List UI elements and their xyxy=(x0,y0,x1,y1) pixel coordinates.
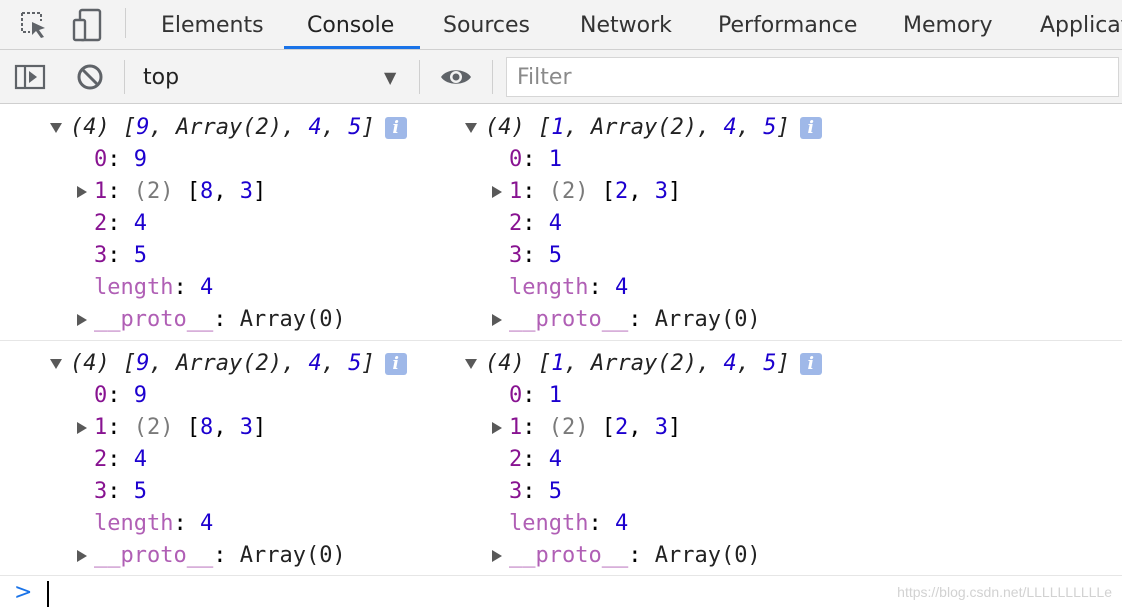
toolbar-separator xyxy=(492,60,493,94)
property-row: length: 4 xyxy=(509,511,629,536)
tab-network[interactable]: Network xyxy=(580,12,672,38)
sidebar-toggle-icon[interactable] xyxy=(12,50,48,104)
active-tab-indicator xyxy=(284,46,420,49)
summary-item: 5 xyxy=(763,351,777,376)
summary-item: 4 xyxy=(723,351,737,376)
array-summary[interactable]: (4) [9, Array(2), 4, 5]i xyxy=(70,348,407,380)
summary-prefix: (4) [ xyxy=(70,351,137,376)
property-row: 2: 4 xyxy=(94,447,147,472)
tab-application[interactable]: Applicat xyxy=(1040,12,1122,38)
summary-item: Array(2) xyxy=(590,351,697,376)
summary-item: Array(2) xyxy=(175,115,282,140)
property-row[interactable]: 1: (2) [8, 3] xyxy=(94,415,267,440)
device-toggle-icon[interactable] xyxy=(68,0,108,50)
prompt-chevron-icon: > xyxy=(14,580,33,605)
expand-triangle-icon[interactable] xyxy=(465,123,477,133)
summary-prefix: (4) [ xyxy=(485,115,552,140)
console-messages: (4) [9, Array(2), 4, 5]i 0: 9 1: (2) [8,… xyxy=(0,104,1122,612)
info-icon[interactable]: i xyxy=(799,117,822,139)
summary-item: 5 xyxy=(348,115,362,140)
property-row: 3: 5 xyxy=(94,479,147,504)
property-row[interactable]: 1: (2) [2, 3] xyxy=(509,415,682,440)
console-prompt[interactable]: > xyxy=(0,576,1122,612)
tab-bar-separator xyxy=(125,8,126,38)
array-summary[interactable]: (4) [1, Array(2), 4, 5]i xyxy=(485,348,822,380)
expand-triangle-icon[interactable] xyxy=(77,550,87,562)
console-message: (4) [9, Array(2), 4, 5]i 0: 9 1: (2) [8,… xyxy=(0,104,1122,341)
property-row: 0: 1 xyxy=(509,147,562,172)
property-row: length: 4 xyxy=(509,275,629,300)
property-row: 0: 1 xyxy=(509,383,562,408)
summary-prefix: (4) [ xyxy=(485,351,552,376)
tab-memory[interactable]: Memory xyxy=(903,12,993,38)
property-row: length: 4 xyxy=(94,511,214,536)
summary-item: 4 xyxy=(723,115,737,140)
clear-console-icon[interactable] xyxy=(72,50,108,104)
property-row: 2: 4 xyxy=(94,211,147,236)
tab-performance[interactable]: Performance xyxy=(718,12,858,38)
expand-triangle-icon[interactable] xyxy=(465,359,477,369)
expand-triangle-icon[interactable] xyxy=(50,123,62,133)
summary-item: 4 xyxy=(308,351,322,376)
property-row: 3: 5 xyxy=(509,243,562,268)
console-message: (4) [9, Array(2), 4, 5]i 0: 9 1: (2) [8,… xyxy=(0,341,1122,576)
info-icon[interactable]: i xyxy=(384,117,407,139)
expand-triangle-icon[interactable] xyxy=(77,422,87,434)
expand-triangle-icon[interactable] xyxy=(492,314,502,326)
info-icon[interactable]: i xyxy=(384,353,407,375)
tab-sources[interactable]: Sources xyxy=(443,12,531,38)
array-summary[interactable]: (4) [1, Array(2), 4, 5]i xyxy=(485,112,822,144)
expand-triangle-icon[interactable] xyxy=(492,422,502,434)
property-row: 2: 4 xyxy=(509,447,562,472)
summary-item: 1 xyxy=(551,351,565,376)
filter-input[interactable] xyxy=(506,57,1119,97)
tab-console[interactable]: Console xyxy=(307,12,395,38)
array-summary[interactable]: (4) [9, Array(2), 4, 5]i xyxy=(70,112,407,144)
inspect-icon[interactable] xyxy=(14,0,54,50)
summary-item: 5 xyxy=(763,115,777,140)
summary-item: 9 xyxy=(136,115,150,140)
text-caret xyxy=(47,581,49,607)
property-row: 3: 5 xyxy=(94,243,147,268)
devtools-tab-bar: Elements Console Sources Network Perform… xyxy=(0,0,1122,50)
tab-elements[interactable]: Elements xyxy=(161,12,264,38)
property-row[interactable]: __proto__: Array(0) xyxy=(94,543,346,568)
toolbar-separator xyxy=(124,60,125,94)
expand-triangle-icon[interactable] xyxy=(50,359,62,369)
expand-triangle-icon[interactable] xyxy=(492,550,502,562)
property-row[interactable]: __proto__: Array(0) xyxy=(509,307,761,332)
summary-item: 4 xyxy=(308,115,322,140)
summary-item: Array(2) xyxy=(175,351,282,376)
watermark: https://blog.csdn.net/LLLLLLLLLLe xyxy=(897,584,1112,600)
property-row[interactable]: __proto__: Array(0) xyxy=(94,307,346,332)
property-row: 0: 9 xyxy=(94,383,147,408)
context-selector[interactable]: top xyxy=(143,64,180,90)
chevron-down-icon[interactable]: ▼ xyxy=(384,67,397,87)
property-row[interactable]: __proto__: Array(0) xyxy=(509,543,761,568)
summary-item: 5 xyxy=(348,351,362,376)
summary-prefix: (4) [ xyxy=(70,115,137,140)
summary-item: Array(2) xyxy=(590,115,697,140)
toolbar-separator xyxy=(419,60,420,94)
expand-triangle-icon[interactable] xyxy=(77,314,87,326)
property-row: 3: 5 xyxy=(509,479,562,504)
property-row[interactable]: 1: (2) [2, 3] xyxy=(509,179,682,204)
eye-icon[interactable] xyxy=(436,50,476,104)
property-row[interactable]: 1: (2) [8, 3] xyxy=(94,179,267,204)
property-row: length: 4 xyxy=(94,275,214,300)
property-row: 0: 9 xyxy=(94,147,147,172)
property-row: 2: 4 xyxy=(509,211,562,236)
info-icon[interactable]: i xyxy=(799,353,822,375)
expand-triangle-icon[interactable] xyxy=(77,186,87,198)
expand-triangle-icon[interactable] xyxy=(492,186,502,198)
summary-item: 1 xyxy=(551,115,565,140)
summary-item: 9 xyxy=(136,351,150,376)
